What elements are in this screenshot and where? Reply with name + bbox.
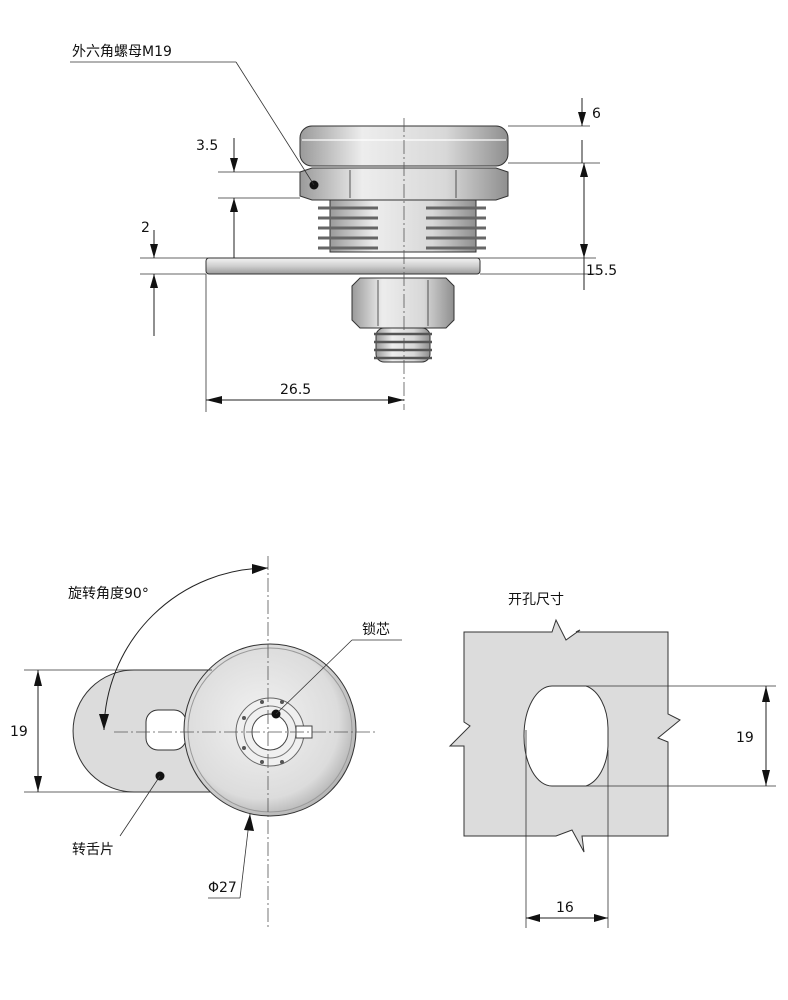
- front-dim-19-label: 19: [10, 724, 28, 740]
- rotation-label: 旋转角度90°: [68, 586, 149, 602]
- dim-plate-label: 2: [141, 220, 150, 236]
- cutout-title: 开孔尺寸: [508, 592, 564, 608]
- cutout-dim-16-label: 16: [556, 900, 574, 916]
- dim-plate-2: 2: [141, 220, 158, 336]
- nut-leader: 外六角螺母M19: [70, 44, 315, 186]
- diameter-label: Φ27: [208, 880, 237, 896]
- tongue-blade: [72, 669, 213, 793]
- dim-nut-3-5: 3.5: [196, 138, 238, 258]
- lower-hex-nut: [351, 277, 455, 329]
- front-dim-19: 19: [10, 669, 212, 793]
- core-leader: 锁芯: [275, 622, 402, 715]
- tongue-leader: 转舌片: [72, 775, 161, 858]
- dim-height-15-5: 15.5: [580, 163, 617, 290]
- dim-top-label: 6: [592, 106, 601, 122]
- core-label: 锁芯: [362, 622, 390, 638]
- cutout-dim-19-label: 19: [736, 730, 754, 746]
- dim-nut-label: 3.5: [196, 138, 218, 154]
- screw-tail: [374, 327, 432, 363]
- dim-top-6: 6: [578, 98, 601, 163]
- dim-height-label: 15.5: [586, 263, 617, 279]
- cutout-hole: [523, 685, 609, 787]
- tongue-label: 转舌片: [72, 842, 114, 858]
- cutout-view: 开孔尺寸 19 16: [448, 592, 776, 928]
- dim-width-label: 26.5: [280, 382, 311, 398]
- cutout-dim-16: 16: [525, 730, 609, 928]
- nut-label: 外六角螺母M19: [72, 44, 172, 60]
- tongue-slot: [145, 709, 187, 751]
- side-view: 6 15.5 3.5 2 26.5: [70, 44, 617, 412]
- front-view: 旋转角度90° 19 锁芯 转舌片 Φ27: [10, 556, 402, 930]
- dim-width-26-5: 26.5: [206, 382, 404, 404]
- threaded-body: [318, 199, 486, 253]
- diameter-leader: Φ27: [208, 813, 254, 899]
- rotation-arc: 旋转角度90°: [68, 564, 269, 731]
- tongue-plate: [205, 257, 481, 275]
- cutout-dim-19: 19: [560, 685, 776, 787]
